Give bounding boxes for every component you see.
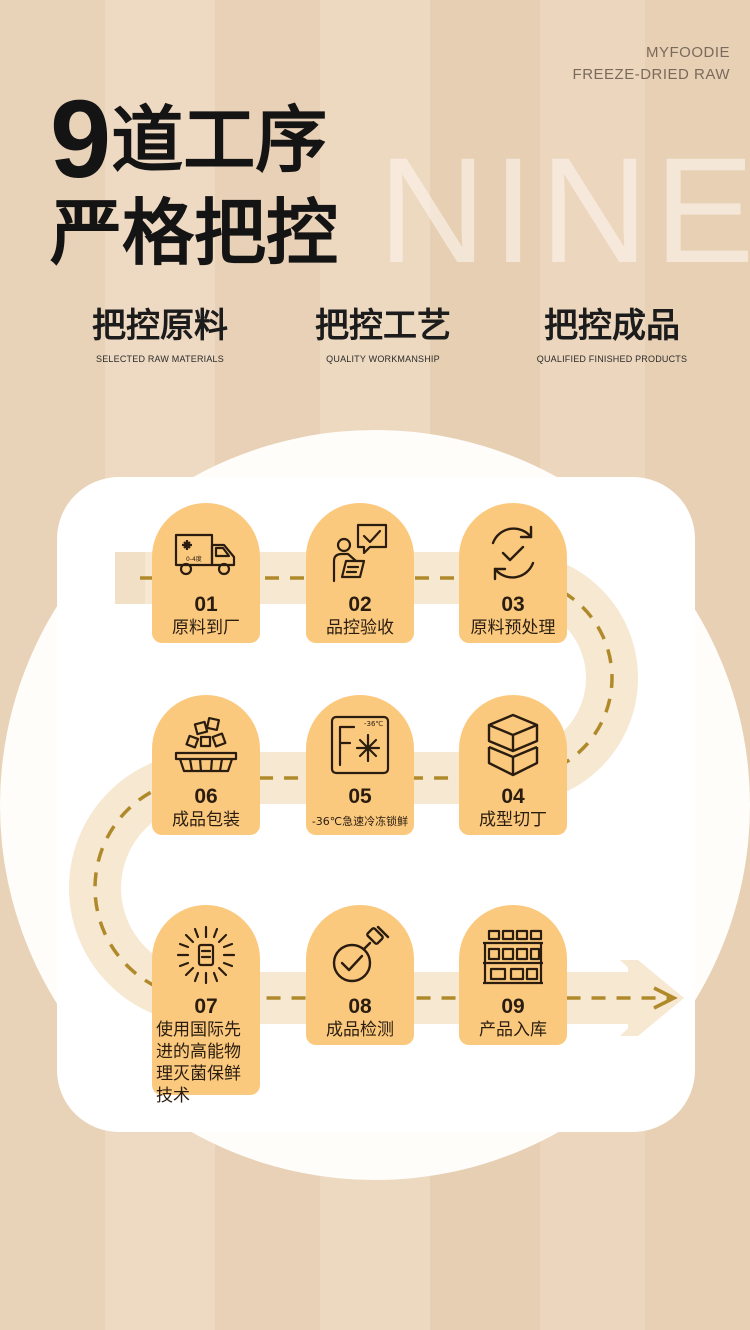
inspector-icon xyxy=(332,523,388,583)
headline-line-2: 严格把控 xyxy=(50,191,339,275)
step-number: 06 xyxy=(194,785,218,808)
cubes-icon xyxy=(487,713,539,777)
step-card-03: 03 原料预处理 xyxy=(459,503,567,643)
process-dash-line xyxy=(93,576,672,1000)
pillars: 把控原料 SELECTED RAW MATERIALS 把控工艺 QUALITY… xyxy=(0,300,750,380)
step-number: 01 xyxy=(194,593,218,616)
pillar-title: 把控工艺 xyxy=(315,306,451,346)
cycle-check-icon xyxy=(491,525,535,581)
step-label: 使用国际先进的高能物理灭菌保鲜技术 xyxy=(156,1020,241,1106)
step-label: 原料预处理 xyxy=(470,618,556,638)
step-label: 品控验收 xyxy=(326,618,394,638)
step-label: 成品检测 xyxy=(326,1020,394,1040)
step-label: 成品包装 xyxy=(172,810,240,830)
pillar-raw-materials: 把控原料 SELECTED RAW MATERIALS xyxy=(45,300,275,364)
pillar-workmanship: 把控工艺 QUALITY WORKMANSHIP xyxy=(268,300,498,364)
stamp-check-icon xyxy=(332,925,390,983)
step-card-05: -36℃ 05 -36℃急速冷冻锁鲜 xyxy=(306,695,414,835)
step-label: 产品入库 xyxy=(479,1020,547,1040)
step-number: 09 xyxy=(501,995,525,1018)
step-number: 05 xyxy=(348,785,372,808)
background-word: NINE xyxy=(378,126,750,294)
brand-text: MYFOODIE FREEZE-DRIED RAW xyxy=(573,42,730,86)
headline-line-1: 道工序 xyxy=(111,98,328,182)
pillar-subtitle: QUALIFIED FINISHED PRODUCTS xyxy=(536,354,688,364)
brand-line-2: FREEZE-DRIED RAW xyxy=(572,66,730,83)
step-number: 08 xyxy=(348,995,372,1018)
step-card-06: 06 成品包装 xyxy=(152,695,260,835)
headline-number: 9 xyxy=(50,78,112,201)
dash-arrow-tip xyxy=(653,986,678,1010)
step-number: 07 xyxy=(194,995,218,1018)
step-card-04: 04 成型切丁 xyxy=(459,695,567,835)
brand-line-1: MYFOODIE xyxy=(645,44,730,61)
step-number: 04 xyxy=(501,785,525,808)
step-card-01: 0-4度 01 原料到厂 xyxy=(152,503,260,643)
pillar-subtitle: SELECTED RAW MATERIALS xyxy=(96,354,224,364)
freezer-icon: -36℃ xyxy=(330,715,390,775)
pillar-title: 把控成品 xyxy=(544,306,680,346)
step-label: 原料到厂 xyxy=(172,618,240,638)
step-card-02: 02 品控验收 xyxy=(306,503,414,643)
headline: 9道工序 严格把控 xyxy=(50,85,338,274)
freezer-temp-text: -36℃ xyxy=(364,720,383,728)
truck-temp-text: 0-4度 xyxy=(186,555,202,563)
step-card-08: 08 成品检测 xyxy=(306,905,414,1045)
pillar-finished-products: 把控成品 QUALIFIED FINISHED PRODUCTS xyxy=(497,300,727,364)
sterilize-icon xyxy=(176,925,236,985)
step-card-09: 09 产品入库 xyxy=(459,905,567,1045)
pillar-title: 把控原料 xyxy=(92,306,228,346)
warehouse-icon xyxy=(483,929,543,985)
step-number: 02 xyxy=(348,593,372,616)
step-number: 03 xyxy=(501,593,525,616)
truck-icon: 0-4度 xyxy=(174,533,236,576)
step-card-07: 07 使用国际先进的高能物理灭菌保鲜技术 xyxy=(152,905,260,1106)
step-label: -36℃急速冷冻锁鲜 xyxy=(311,815,409,828)
pillar-subtitle: QUALITY WORKMANSHIP xyxy=(326,354,440,364)
packaging-icon xyxy=(174,716,238,773)
step-label: 成型切丁 xyxy=(479,810,547,830)
